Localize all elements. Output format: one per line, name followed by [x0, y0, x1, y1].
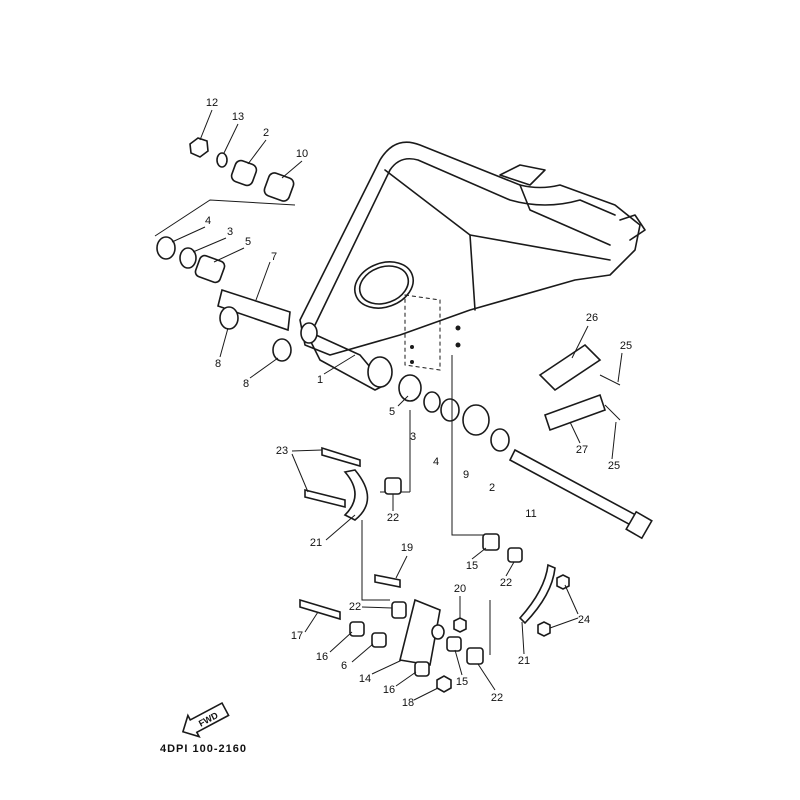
callout: 2 — [489, 482, 495, 494]
callout: 5 — [245, 236, 251, 248]
callout: 8 — [215, 358, 221, 370]
callout: 9 — [463, 469, 469, 481]
callout: 7 — [271, 251, 277, 263]
callout: 10 — [296, 148, 308, 160]
callout: 18 — [402, 697, 414, 709]
callout: 3 — [227, 226, 233, 238]
callout: 5 — [389, 406, 395, 418]
callout: 13 — [232, 111, 244, 123]
pivot-hardware — [154, 137, 296, 362]
callout: 16 — [383, 684, 395, 696]
forward-arrow-icon: FWD — [181, 701, 230, 739]
callout: 3 — [410, 431, 416, 443]
callout: 15 — [466, 560, 478, 572]
callout: 22 — [387, 512, 399, 524]
callout: 24 — [578, 614, 590, 626]
callout: 22 — [500, 577, 512, 589]
callout: 8 — [243, 378, 249, 390]
callout-labels: 12 13 2 10 4 3 5 7 8 8 1 26 25 5 3 4 9 2… — [205, 97, 632, 709]
callout: 14 — [359, 673, 371, 685]
right-hardware — [380, 343, 653, 540]
callout: 2 — [263, 127, 269, 139]
callout: 15 — [456, 676, 468, 688]
callout: 23 — [276, 445, 288, 457]
linkage-hardware — [299, 446, 570, 693]
callout: 26 — [586, 312, 598, 324]
callout: 25 — [608, 460, 620, 472]
callout: 21 — [310, 537, 322, 549]
callout: 1 — [317, 374, 323, 386]
callout: 22 — [349, 601, 361, 613]
leader-lines — [171, 109, 623, 701]
callout: 25 — [620, 340, 632, 352]
callout: 17 — [291, 630, 303, 642]
callout: 20 — [454, 583, 466, 595]
callout: 16 — [316, 651, 328, 663]
callout: 11 — [525, 508, 536, 520]
callout: 12 — [206, 97, 218, 109]
callout: 27 — [576, 444, 588, 456]
callout: 4 — [205, 215, 211, 227]
callout: 6 — [341, 660, 347, 672]
swingarm — [299, 141, 646, 391]
callout: 19 — [401, 542, 413, 554]
callout: 4 — [433, 456, 439, 468]
diagram-code: 4DPI 100-2160 — [160, 743, 247, 755]
callout: 21 — [518, 655, 530, 667]
callout: 22 — [491, 692, 503, 704]
